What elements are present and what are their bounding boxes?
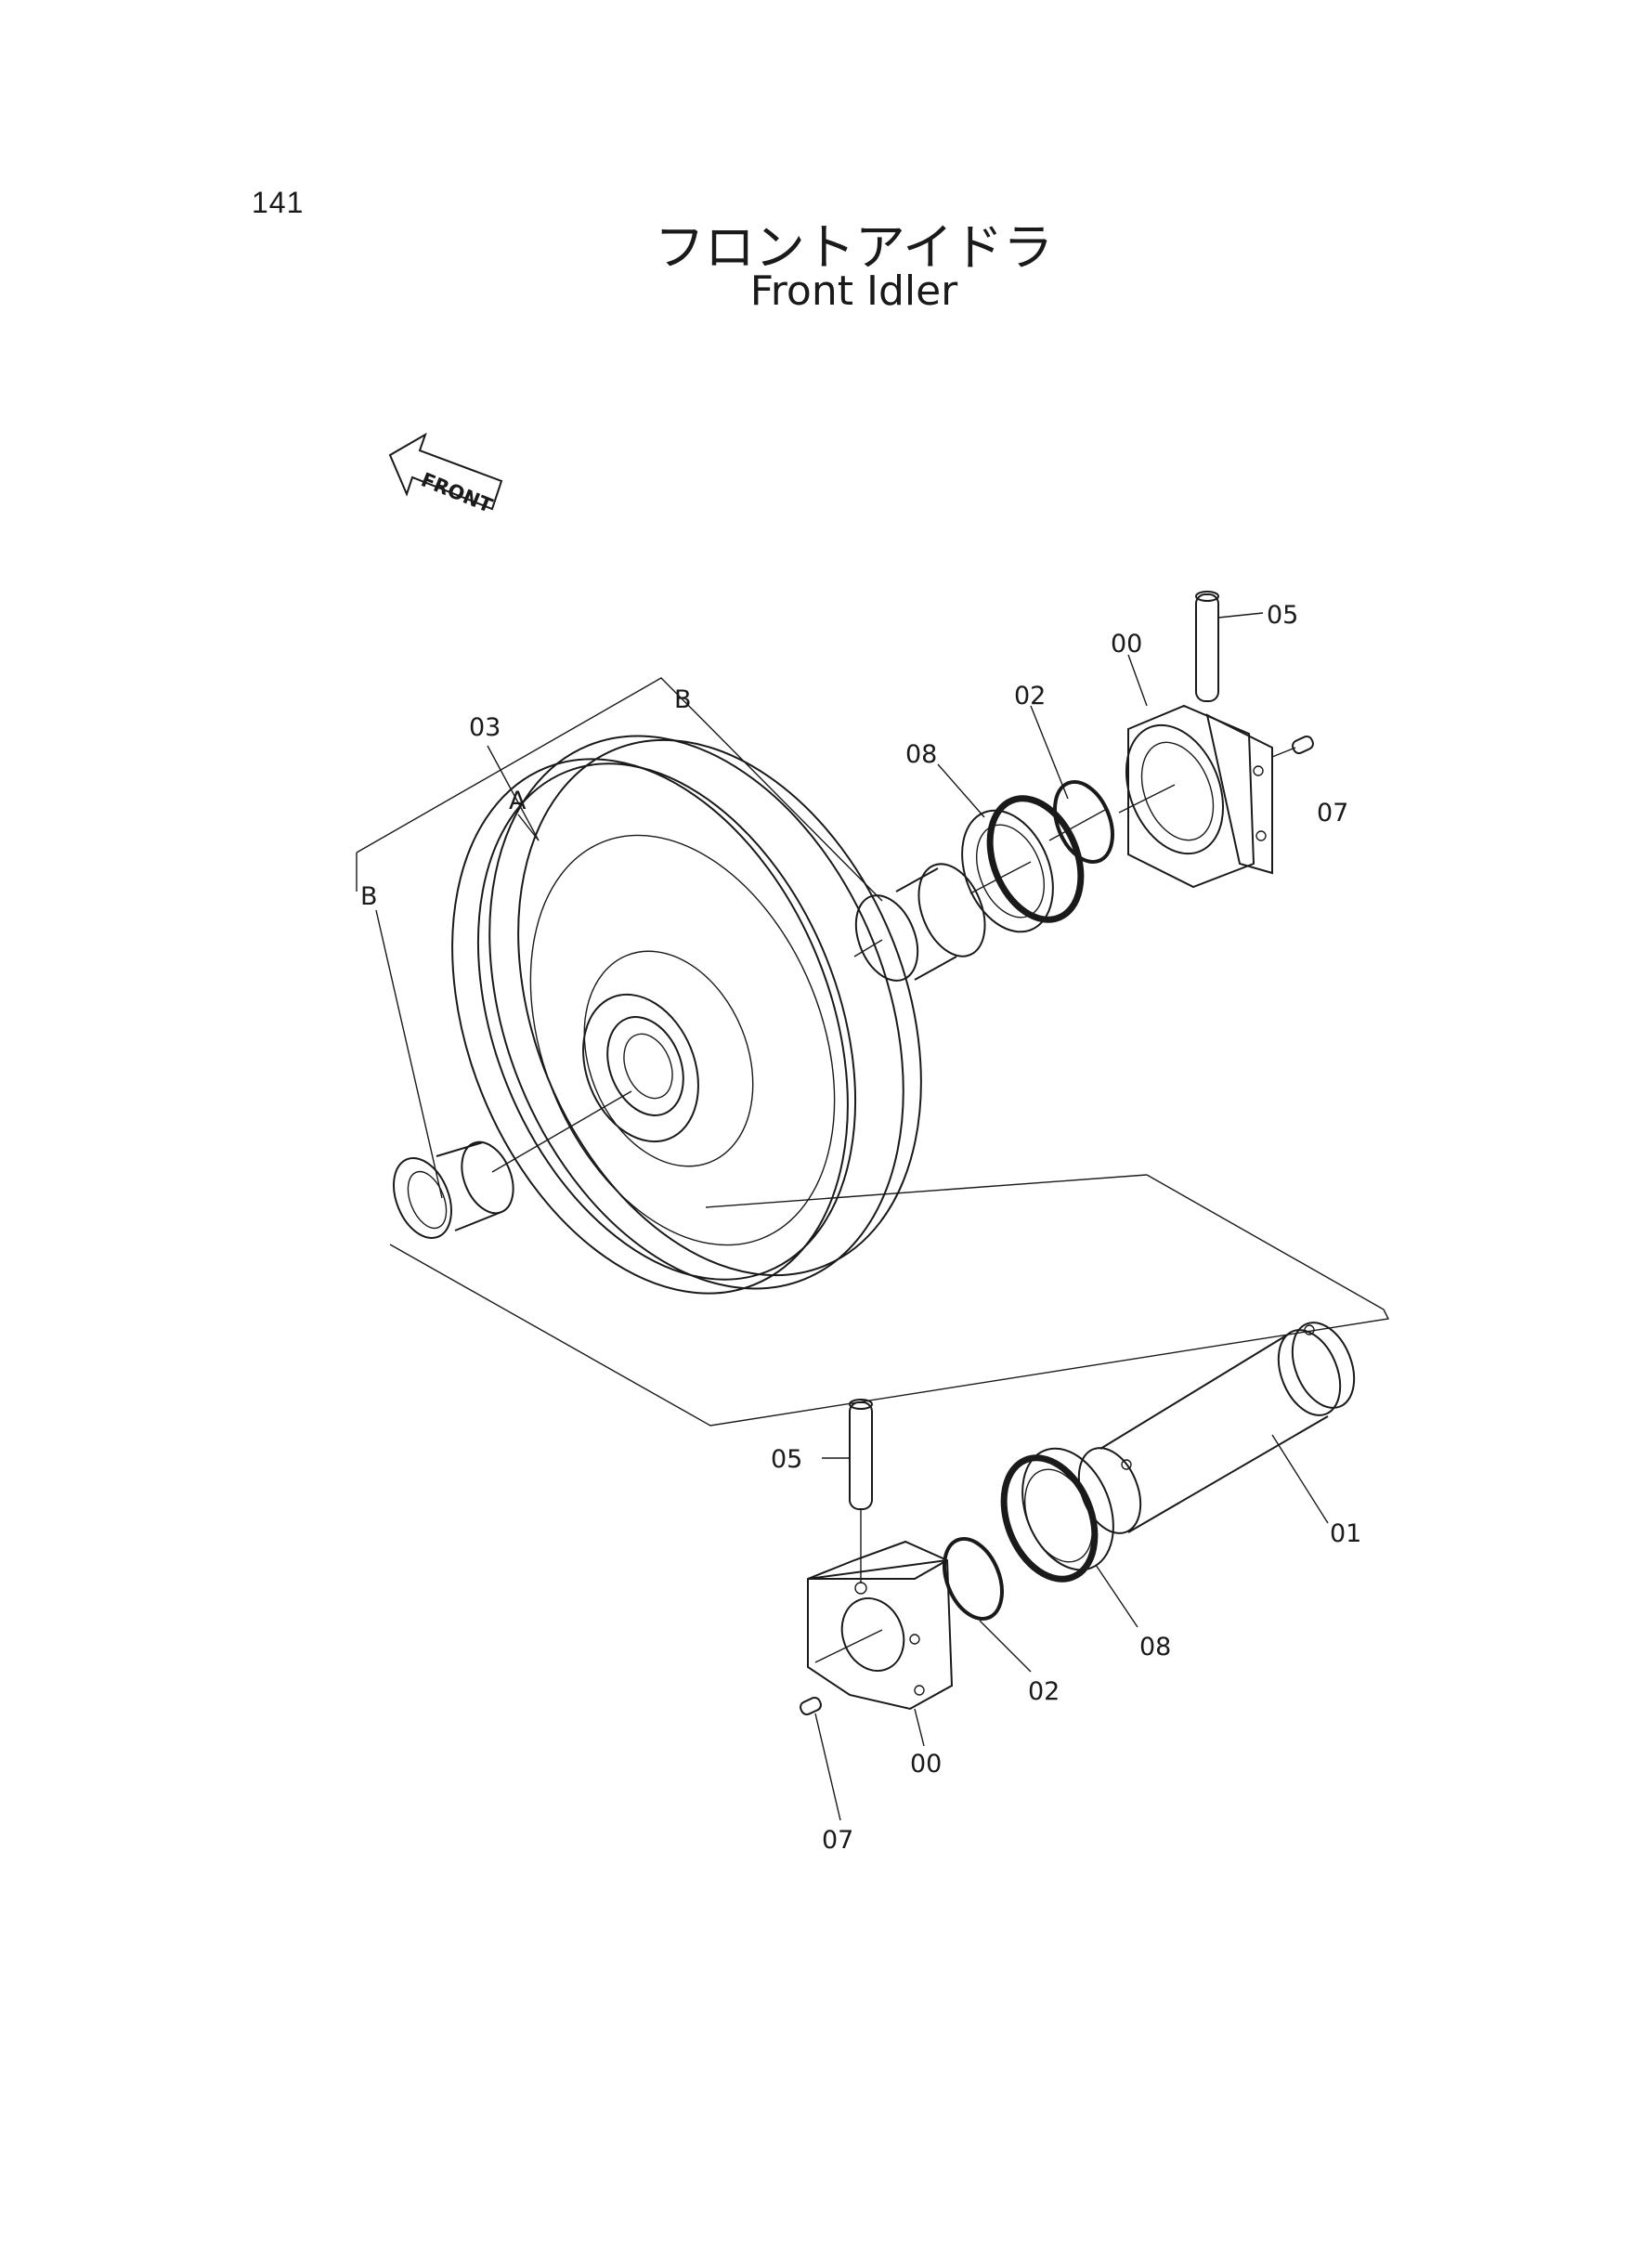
bushing-upper <box>853 863 986 982</box>
plug-lower <box>800 1696 841 1821</box>
floating-seal-upper <box>961 795 1085 933</box>
floating-seal-lower <box>1000 1447 1138 1628</box>
callout-plug-lower: 07 <box>822 1826 853 1855</box>
callout-idler: 03 <box>469 713 501 742</box>
callout-pin-upper: 05 <box>1267 601 1298 630</box>
front-arrow-icon: FRONT <box>388 432 503 517</box>
title-english: Front Idler <box>749 267 958 315</box>
callout-shaft: 01 <box>1330 1519 1361 1548</box>
callout-pin-lower: 05 <box>771 1445 802 1474</box>
callout-support-upper: 00 <box>1111 630 1142 658</box>
o-ring-upper <box>1048 779 1114 865</box>
idler-support-upper <box>1118 704 1273 889</box>
page-number: 141 <box>252 186 305 219</box>
idler-wheel <box>451 735 922 1295</box>
callout-seal-upper: 08 <box>905 740 937 769</box>
idler-support-lower <box>807 1540 954 1747</box>
callout-oring-lower: 02 <box>1028 1677 1060 1706</box>
callout-oring-upper: 02 <box>1014 682 1046 710</box>
title-japanese: フロントアイドラ <box>654 218 1054 277</box>
bushing-left <box>393 1090 632 1240</box>
plug-upper <box>1271 735 1314 758</box>
callout-plug-upper: 07 <box>1317 799 1348 827</box>
assembly-bracket-b <box>356 677 1390 1427</box>
callout-b-top: B <box>674 685 692 714</box>
front-arrow-label: FRONT <box>418 468 496 517</box>
pin-upper <box>1195 591 1264 702</box>
callout-support-lower: 00 <box>910 1750 942 1778</box>
callout-a: A <box>509 787 527 815</box>
callout-seal-lower: 08 <box>1139 1633 1171 1661</box>
callout-b-left: B <box>360 882 378 911</box>
